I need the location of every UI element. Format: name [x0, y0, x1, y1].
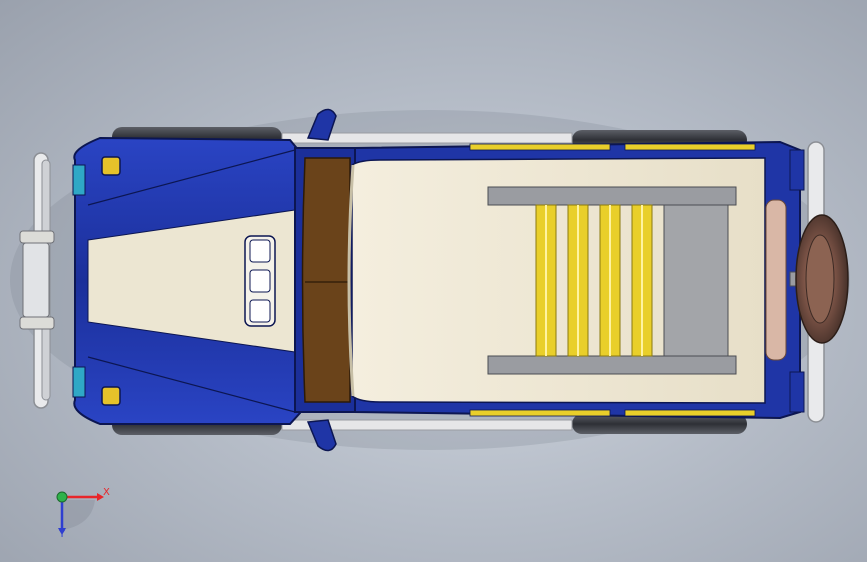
triad-shadow — [62, 500, 95, 530]
triad-z-axis — [56, 491, 68, 503]
rear-assembly — [765, 141, 849, 423]
triad-x-label: X — [103, 487, 110, 498]
front-bull-bar — [19, 152, 55, 409]
orientation-triad — [56, 491, 104, 535]
cargo-rack — [487, 186, 737, 375]
triad-y-label: Y — [59, 529, 66, 540]
rear-right-wheel — [572, 414, 747, 434]
